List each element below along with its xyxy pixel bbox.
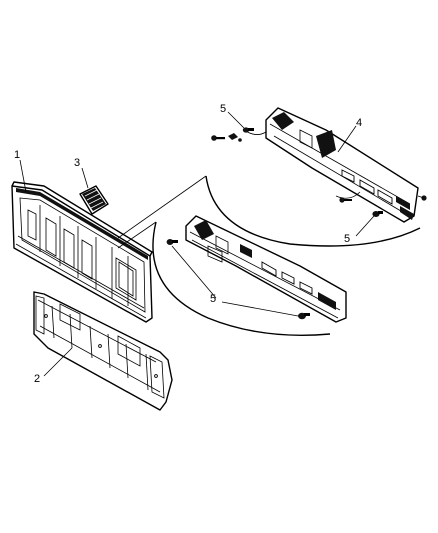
- callout-2: 2: [34, 373, 40, 385]
- callout-5-lower: 5: [210, 293, 216, 305]
- vent-grille: [79, 185, 109, 215]
- callout-labels: 1 3 2 4 5 5 5: [14, 103, 362, 385]
- callout-1: 1: [14, 149, 20, 161]
- tailgate-rear-upper: [243, 107, 427, 223]
- tailgate-rear-lower: [185, 215, 347, 323]
- leader-lines: [19, 111, 375, 377]
- detail-arcs: [117, 175, 421, 336]
- plug-fasteners: [166, 127, 383, 320]
- tailgate-panel: [11, 181, 153, 323]
- callout-5-right: 5: [344, 233, 350, 245]
- plug-fastener-a: [242, 127, 254, 133]
- inner-panel: [33, 291, 173, 411]
- screw-fastener-b: [339, 197, 352, 203]
- plug-fastener-b: [372, 211, 383, 217]
- callout-5-upper: 5: [220, 103, 226, 115]
- plug-fastener-c: [166, 239, 178, 245]
- callout-4: 4: [356, 117, 362, 129]
- screw-fastener-a: [211, 135, 225, 141]
- callout-3: 3: [74, 157, 80, 169]
- plug-fastener-d: [298, 312, 310, 320]
- clip-fastener: [228, 133, 242, 142]
